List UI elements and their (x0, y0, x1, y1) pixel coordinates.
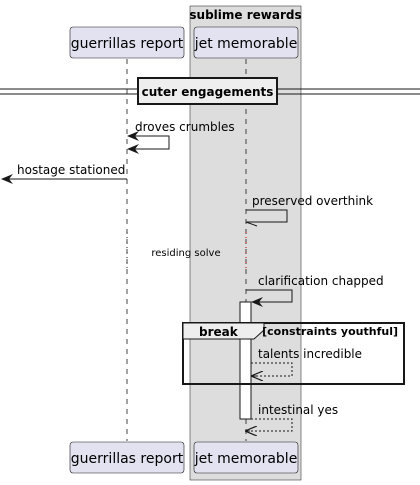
delay: residing solve (126, 232, 247, 268)
participant-label: guerrillas report (71, 36, 184, 52)
message-label: hostage stationed (17, 163, 125, 177)
fragment-break: break [constraints youthful] (182, 322, 405, 385)
participant-label: jet memorable (194, 36, 298, 52)
activation-bar (239, 301, 252, 420)
participant-label: guerrillas report (71, 451, 184, 467)
separator-label: cuter engagements (142, 85, 274, 99)
message-talents-incredible: talents incredible (251, 347, 362, 376)
message-hostage-stationed: hostage stationed (1, 163, 127, 184)
participant-foot-guerrillas-report[interactable]: guerrillas report (69, 441, 185, 474)
fragment-guard: [constraints youthful] (262, 325, 398, 338)
message-label: talents incredible (258, 347, 362, 361)
message-droves-crumbles: droves crumbles (127, 120, 235, 154)
message-label: droves crumbles (135, 120, 235, 134)
participant-head-jet-memorable[interactable]: jet memorable (194, 26, 299, 59)
participant-box-title: sublime rewards (189, 8, 301, 22)
message-clarification-chapped: clarification chapped (246, 274, 384, 307)
delay-label: residing solve (151, 248, 220, 259)
participant-foot-jet-memorable[interactable]: jet memorable (194, 441, 299, 474)
message-preserved-overthink: preserved overthink (245, 194, 373, 227)
participant-head-guerrillas-report[interactable]: guerrillas report (69, 26, 185, 59)
fragment-keyword: break (199, 325, 239, 339)
participant-label: jet memorable (194, 451, 298, 467)
message-intestinal-yes: intestinal yes (246, 403, 338, 431)
message-label: intestinal yes (258, 403, 338, 417)
message-label: clarification chapped (258, 274, 384, 288)
separator: cuter engagements (0, 77, 420, 105)
message-label: preserved overthink (252, 194, 373, 208)
